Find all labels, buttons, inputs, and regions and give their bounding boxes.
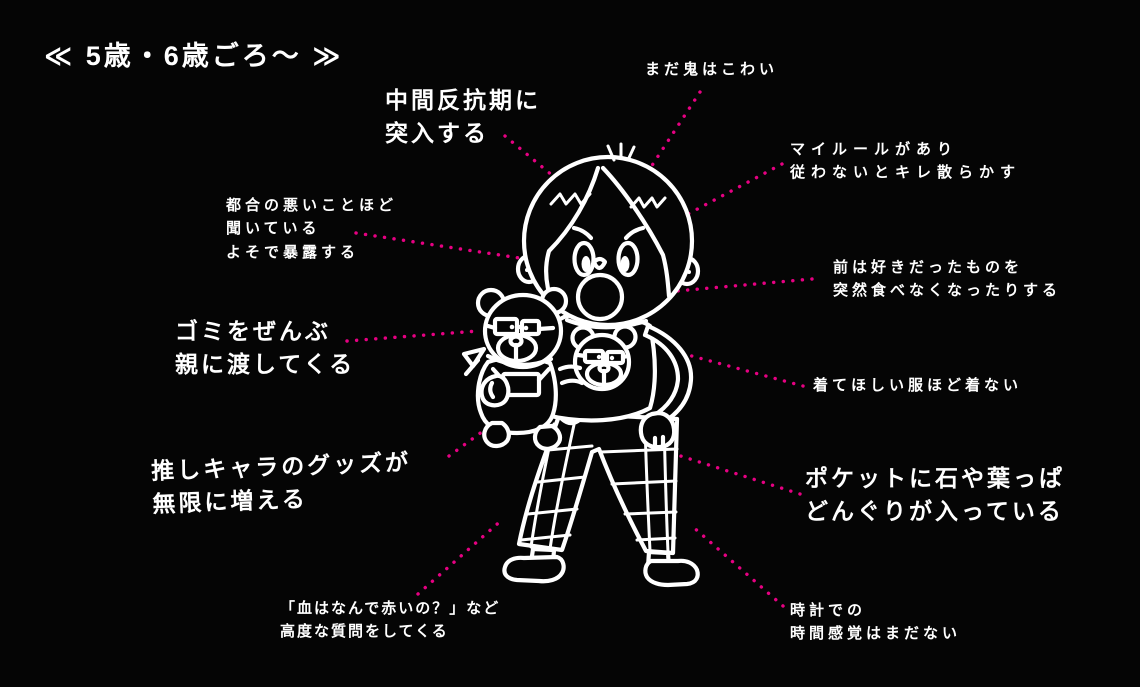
annotation-goods: 推しキャラのグッズが 無限に増える (151, 446, 413, 520)
connector-clock (690, 524, 785, 608)
hair (544, 142, 672, 308)
teddy-scarf (461, 346, 554, 377)
annotation-line: 親に渡してくる (175, 350, 356, 377)
teddy-bear (461, 286, 569, 451)
annotation-line: よそで暴露する (226, 243, 360, 261)
annotation-line: マイルールがあり (790, 141, 959, 158)
shoes (502, 546, 700, 588)
annotation-clothes: 着てほしい服ほど着ない (813, 374, 1022, 397)
annotation-line: 時計での (790, 602, 867, 619)
connector-blood (416, 516, 506, 596)
annotation-line: ゴミをぜんぶ (175, 318, 331, 344)
annotation-line: 高度な質問をしてくる (280, 623, 449, 641)
annotation-my-rule: マイルールがあり 従わないとキレ散らかす (790, 138, 1021, 185)
nose (591, 256, 608, 271)
annotation-line: 中間反抗期に (385, 87, 541, 113)
fist (638, 410, 677, 450)
teddy-paw (479, 373, 511, 408)
chest-bear-graphic (570, 324, 638, 392)
annotation-line: まだ鬼はこわい (645, 61, 779, 78)
connector-my-rule (671, 162, 784, 224)
annotation-trash: ゴミをぜんぶ 親に渡してくる (175, 315, 355, 380)
annotation-line: ポケットに石や葉っぱ (805, 465, 1065, 491)
head (515, 142, 701, 328)
connector-mid-rebellion (503, 134, 555, 178)
annotation-line: 時間感覚はまだない (790, 625, 962, 643)
open-mouth (575, 272, 625, 322)
sweater (528, 312, 694, 450)
annotation-mid-rebellion: 中間反抗期に 突入する (385, 84, 541, 149)
annotation-line: 従わないとキレ散らかす (790, 164, 1022, 182)
annotation-line: 前は好きだったものを (833, 259, 1024, 276)
annotation-line: 都合の悪いことほど (226, 197, 398, 214)
child-figure (461, 142, 701, 588)
annotation-line: 突然食べなくなったりする (833, 282, 1062, 300)
annotation-line: 「血はなんで赤いの？」など (280, 600, 501, 617)
collar-line (564, 317, 649, 330)
teddy-glasses (485, 316, 556, 337)
annotation-line: 突入する (385, 119, 489, 146)
annotation-line: どんぐりが入っている (805, 497, 1064, 524)
connector-pocket (666, 450, 802, 496)
sleeve-cuff (557, 364, 585, 426)
page-title: ≪ 5歳・6歳ごろ〜 ≫ (44, 41, 344, 71)
face (571, 225, 646, 322)
connector-clothes (675, 350, 805, 388)
annotation-line: 聞いている (226, 220, 321, 238)
annotation-oni: まだ鬼はこわい (645, 58, 778, 81)
annotation-blood: 「血はなんで赤いの？」など 高度な質問をしてくる (280, 597, 500, 644)
annotation-line: 着てほしい服ほど着ない (813, 377, 1023, 394)
annotation-food: 前は好きだったものを 突然食べなくなったりする (833, 256, 1061, 303)
annotation-pocket: ポケットに石や葉っぱ どんぐりが入っている (805, 462, 1065, 527)
annotation-clock: 時計での 時間感覚はまだない (790, 599, 961, 646)
annotation-eavesdrop: 都合の悪いことほど 聞いている よそで暴露する (226, 194, 397, 264)
connector-trash (345, 329, 480, 343)
connector-oni (649, 90, 702, 169)
connector-eavesdrop (354, 231, 528, 261)
